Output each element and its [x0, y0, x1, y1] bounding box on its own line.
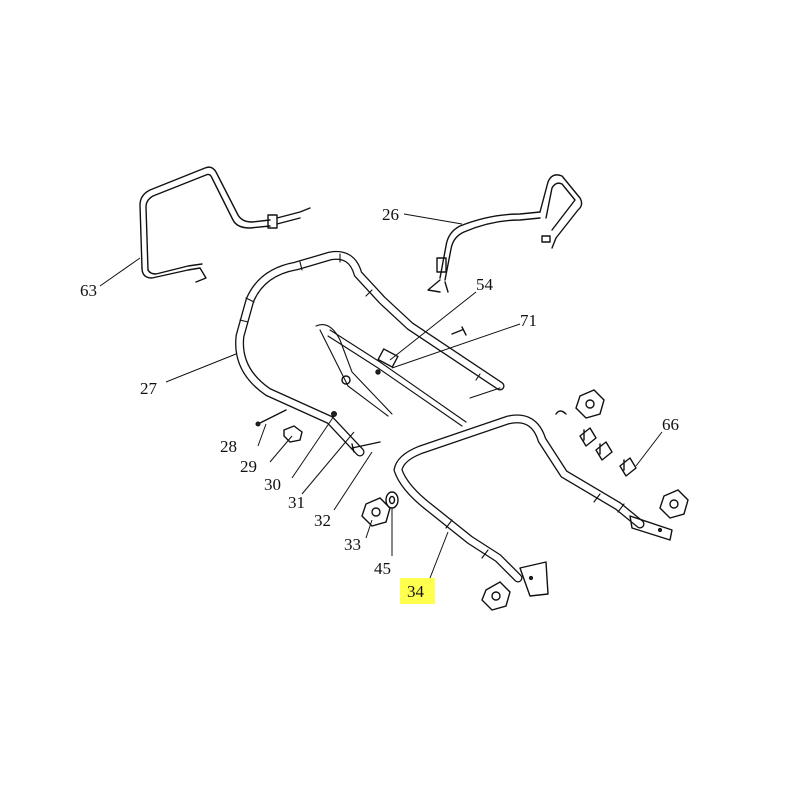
label-45[interactable]: 45: [374, 559, 391, 578]
part-26-cable[interactable]: [427, 174, 583, 293]
part-66-clips[interactable]: [555, 410, 637, 477]
label-54[interactable]: 54: [476, 275, 494, 294]
control-cable-assembly: [315, 324, 501, 427]
label-32[interactable]: 32: [314, 511, 331, 530]
label-29[interactable]: 29: [240, 457, 257, 476]
part-45-washer[interactable]: [385, 491, 399, 509]
label-26[interactable]: 26: [382, 205, 399, 224]
part-54-bolt[interactable]: [375, 326, 467, 375]
part-27-upper-handle[interactable]: [235, 250, 505, 457]
part-63-bail[interactable]: [139, 166, 311, 283]
part-29-knob[interactable]: [283, 425, 303, 443]
part-31-bolt[interactable]: [351, 441, 381, 453]
label-66[interactable]: 66: [662, 415, 679, 434]
label-34[interactable]: 34: [407, 582, 425, 601]
label-27[interactable]: 27: [140, 379, 158, 398]
callout-labels: 63 26 54 71 27 66 28 29 30 31 32 33 45 3…: [80, 205, 679, 601]
label-31[interactable]: 31: [288, 493, 305, 512]
highlight-34: [400, 578, 435, 604]
part-28-screw[interactable]: [255, 409, 287, 427]
part-33-knob[interactable]: [361, 497, 391, 527]
label-33[interactable]: 33: [344, 535, 361, 554]
knob-right-upper[interactable]: [575, 389, 605, 419]
label-63[interactable]: 63: [80, 281, 97, 300]
part-34-lower-handle[interactable]: [393, 414, 673, 597]
knob-lower[interactable]: [481, 581, 511, 611]
label-30[interactable]: 30: [264, 475, 281, 494]
knob-right-lower[interactable]: [659, 489, 689, 519]
leader-lines: [99, 213, 663, 579]
part-30-nut[interactable]: [331, 411, 337, 417]
label-28[interactable]: 28: [220, 437, 237, 456]
label-71[interactable]: 71: [520, 311, 537, 330]
